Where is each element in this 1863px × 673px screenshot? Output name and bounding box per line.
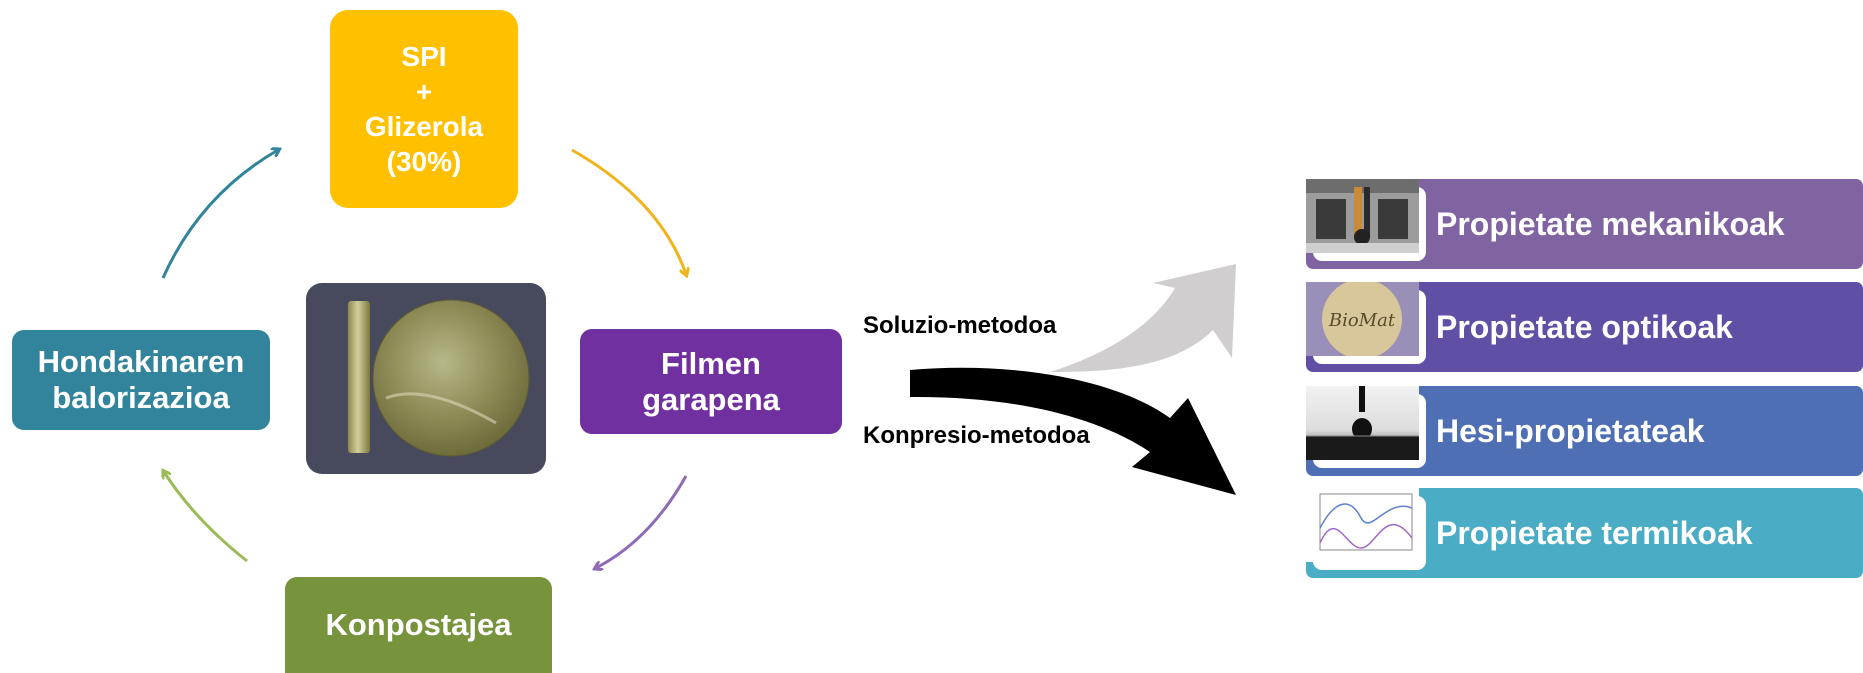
spi-line-4: (30%) [386, 146, 462, 177]
film-line-1: Filmen [661, 345, 761, 381]
property-optical-label: Propietate optikoak [1436, 308, 1733, 345]
solution-method-label: Soluzio-metodoa [863, 312, 1057, 339]
biomat-film-photo: BioMat [1306, 282, 1426, 364]
cycle-arrow-spi-to-film [571, 148, 686, 274]
film-line-2: garapena [642, 381, 780, 417]
property-barrier: Hesi-propietateak [1306, 386, 1863, 476]
thermal-curve-plot [1306, 488, 1426, 570]
property-mechanical: Propietate mekanikoak [1306, 179, 1863, 269]
biomat-text: BioMat [1328, 310, 1396, 331]
composting-label: Konpostajea [325, 607, 512, 642]
compression-method-label: Konpresio-metodoa [863, 422, 1090, 449]
property-barrier-label: Hesi-propietateak [1436, 412, 1705, 449]
property-thermal-label: Propietate termikoak [1436, 514, 1753, 551]
waste-valorization-box: Hondakinaren balorizazioa [12, 330, 270, 430]
contact-angle-drop-photo [1306, 386, 1426, 468]
compression-method-arrow [910, 367, 1236, 495]
cycle-arrow-valor-to-spi [161, 150, 278, 279]
solution-method-arrow [1050, 264, 1236, 372]
spi-line-3: Glizerola [364, 111, 484, 142]
spi-glycerol-box: SPI + Glizerola (30%) [330, 10, 518, 208]
film-sample-photo [306, 283, 546, 474]
cycle-arrow-compost-to-valor [164, 472, 248, 563]
valor-line-1: Hondakinaren [37, 344, 245, 379]
tensile-tester-photo [1306, 179, 1426, 261]
composting-box: Konpostajea [285, 577, 552, 673]
cycle-arrow-film-to-compost [596, 475, 688, 568]
valor-line-2: balorizazioa [52, 380, 230, 415]
film-sample-drawing [348, 299, 530, 457]
property-mechanical-label: Propietate mekanikoak [1436, 205, 1785, 242]
film-development-box: Filmen garapena [580, 329, 842, 434]
property-thermal: Propietate termikoak [1306, 488, 1863, 578]
property-optical: BioMat Propietate optikoak [1306, 282, 1863, 372]
spi-line-1: SPI [401, 41, 447, 72]
spi-line-2: + [415, 76, 433, 107]
